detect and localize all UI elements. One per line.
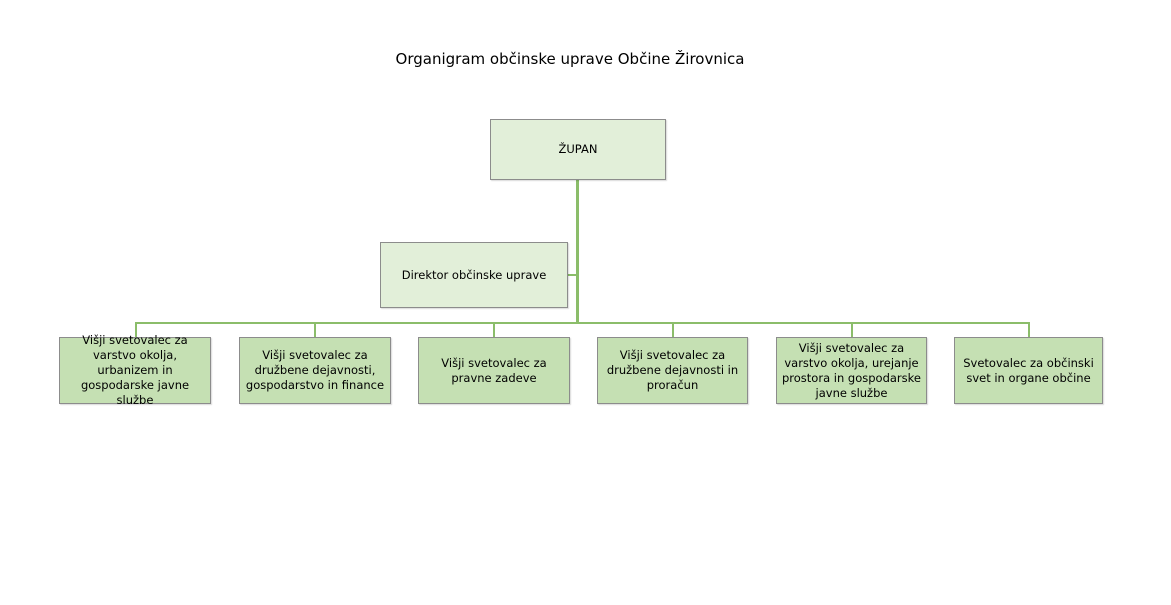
node-label: Višji svetovalec za varstvo okolja, urba…	[80, 333, 190, 407]
node-staff-1: Višji svetovalec za varstvo okolja, urba…	[59, 333, 211, 407]
connector-drop-2	[314, 322, 316, 338]
node-staff-6: Svetovalec za občinski svet in organe ob…	[954, 337, 1103, 404]
connector-assistant	[567, 274, 577, 276]
node-zupan: ŽUPAN	[490, 119, 666, 180]
chart-title: Organigram občinske uprave Občine Žirovn…	[395, 50, 745, 68]
node-label: Višji svetovalec za pravne zadeve	[441, 355, 547, 385]
connector-vertical-main	[576, 179, 579, 324]
connector-horizontal-bus	[135, 322, 1030, 324]
node-label: Direktor občinske uprave	[401, 267, 547, 282]
node-staff-5: Višji svetovalec za varstvo okolja, urej…	[776, 337, 927, 404]
connector-drop-6	[1028, 322, 1030, 338]
node-staff-4: Višji svetovalec za družbene dejavnosti …	[597, 337, 748, 404]
node-label: Višji svetovalec za družbene dejavnosti …	[606, 348, 739, 392]
connector-drop-3	[493, 322, 495, 338]
connector-drop-5	[851, 322, 853, 338]
node-label: ŽUPAN	[558, 142, 598, 156]
node-label: Svetovalec za občinski svet in organe ob…	[963, 355, 1094, 385]
connector-drop-1	[135, 322, 137, 338]
node-label: Višji svetovalec za varstvo okolja, urej…	[782, 340, 921, 400]
node-staff-2: Višji svetovalec za družbene dejavnosti,…	[239, 337, 391, 404]
node-staff-3: Višji svetovalec za pravne zadeve	[418, 337, 570, 404]
connector-drop-4	[672, 322, 674, 338]
node-director: Direktor občinske uprave	[380, 242, 568, 308]
node-label: Višji svetovalec za družbene dejavnosti,…	[245, 348, 385, 392]
